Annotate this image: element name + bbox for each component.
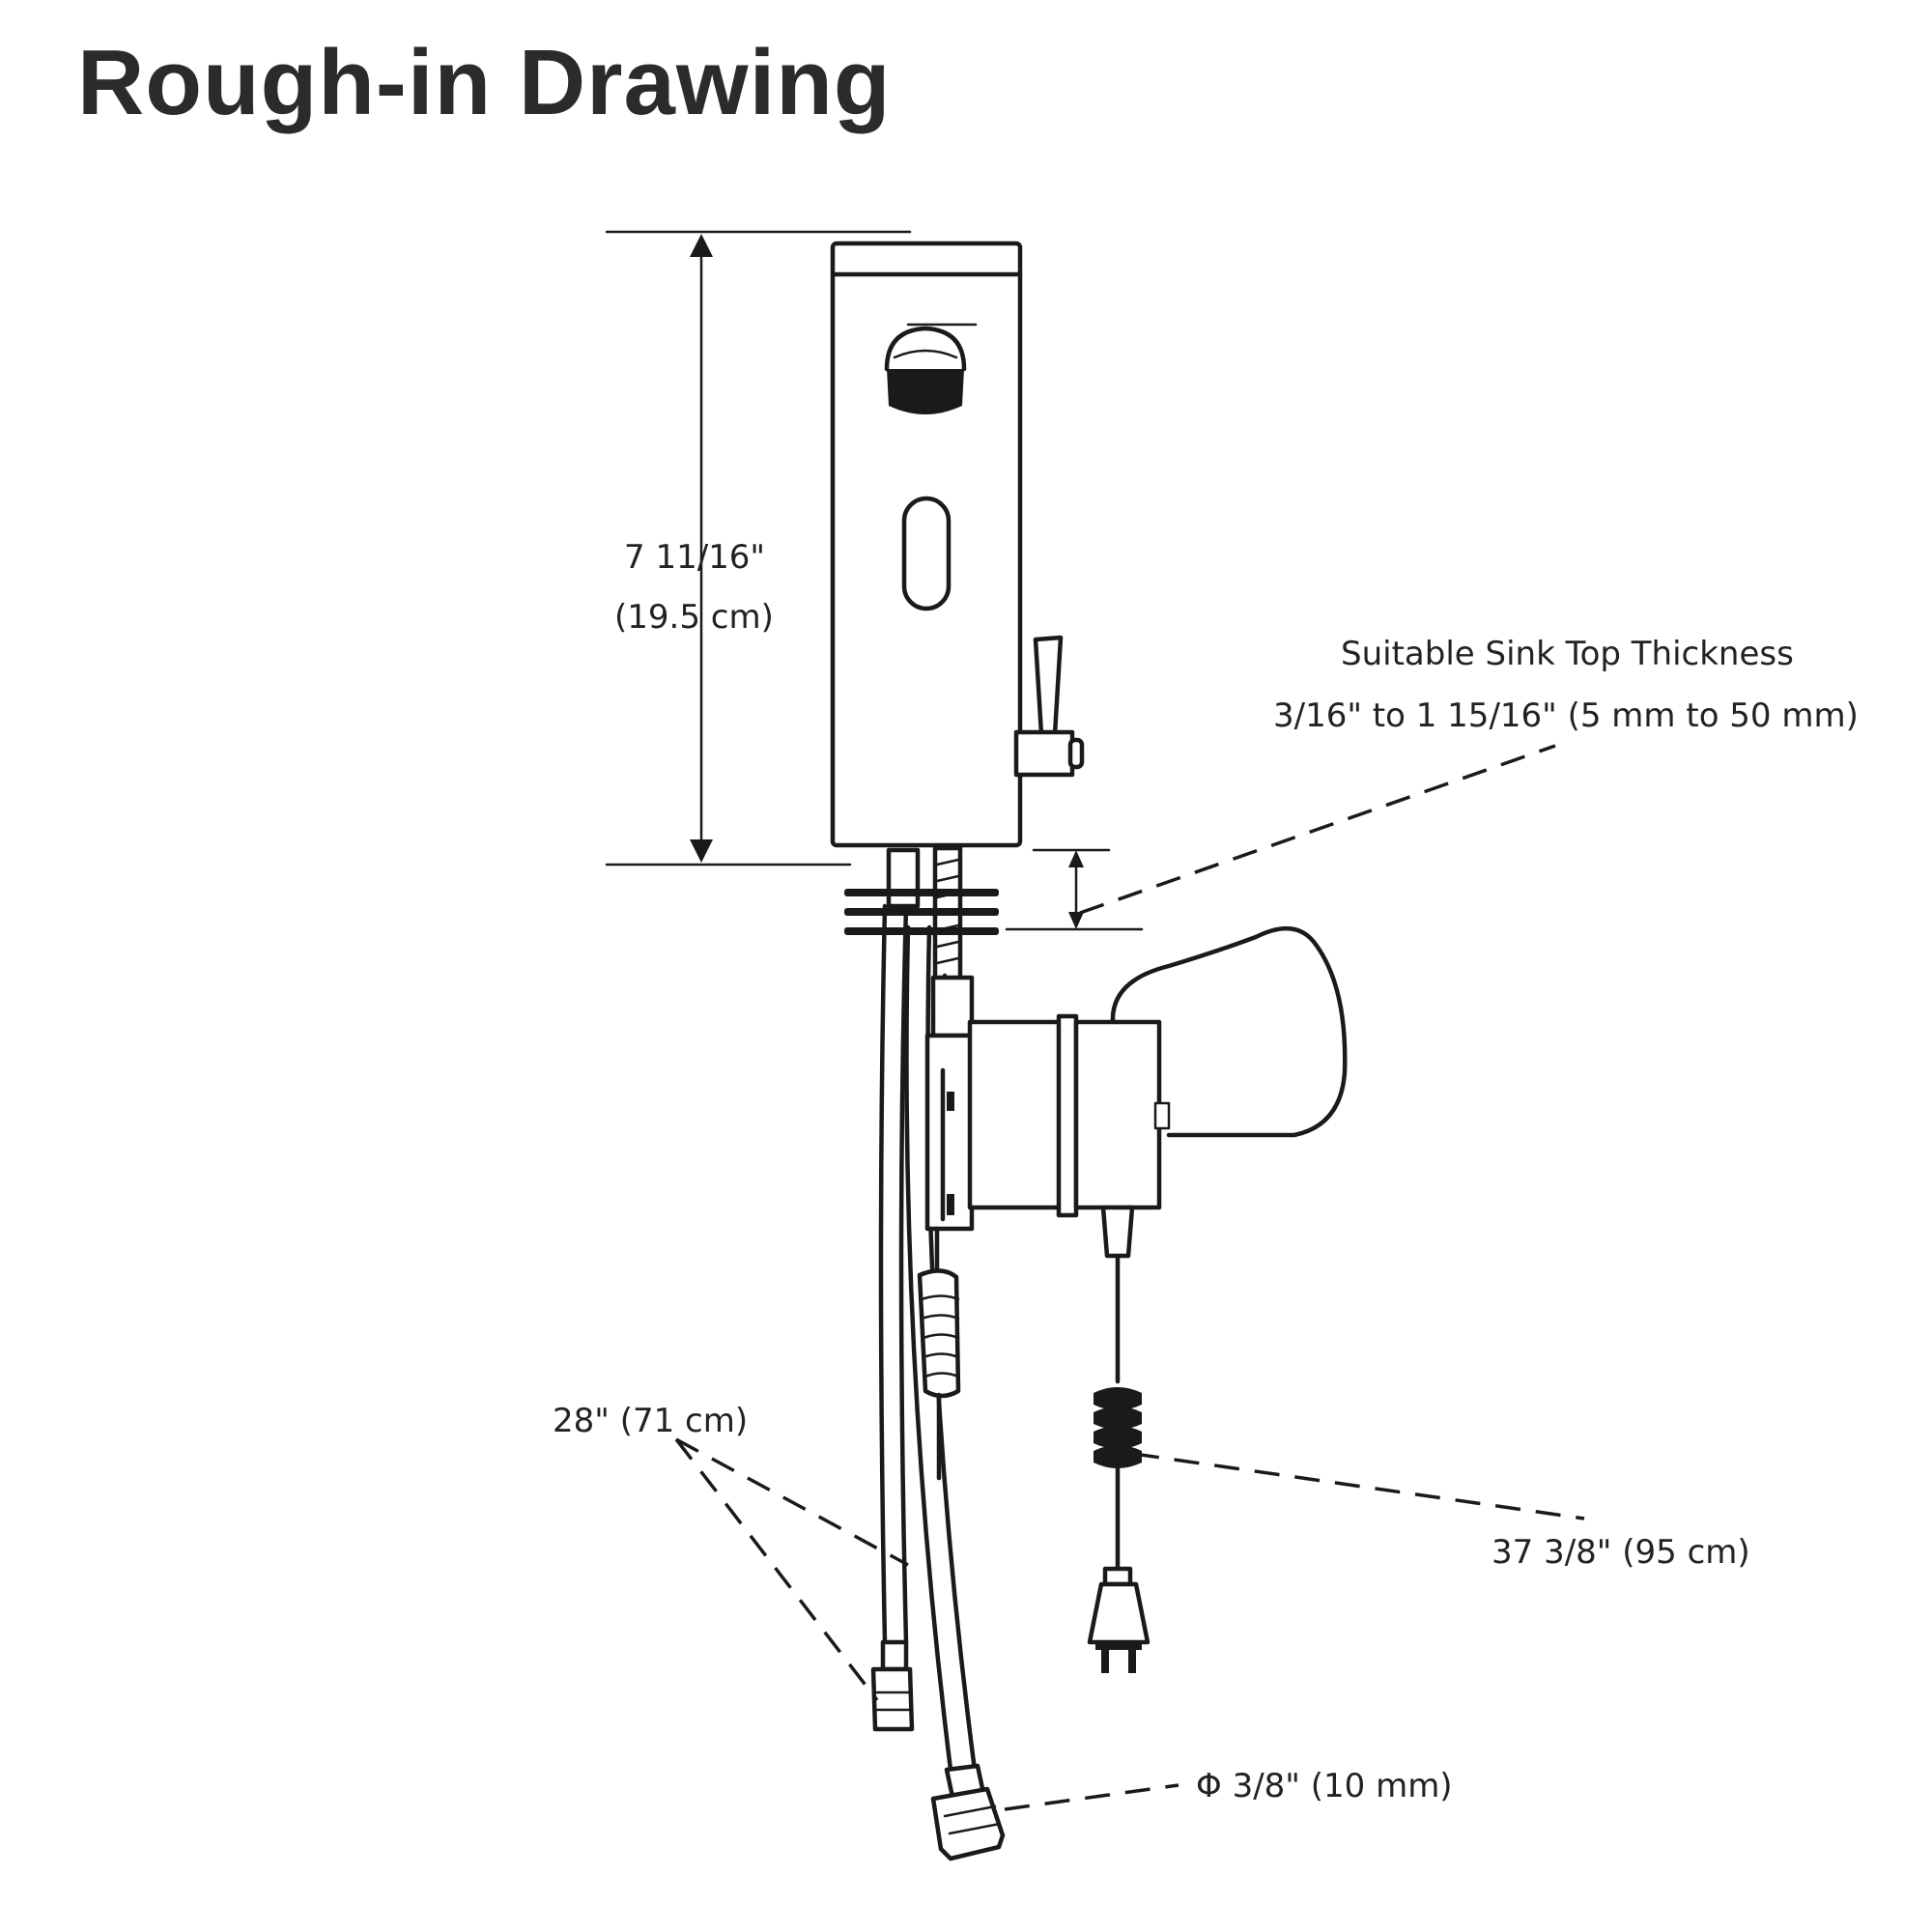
control-box	[967, 925, 1348, 1673]
height-bottom-arrow	[690, 839, 713, 863]
faucet-body	[830, 241, 1085, 848]
power-cord-loop	[1110, 925, 1348, 1138]
cord-length-label: 37 3/8" (95 cm)	[1492, 1533, 1750, 1572]
height-inches-label: 7 11/16"	[624, 538, 766, 577]
sensor-window-icon	[901, 496, 952, 611]
height-dimension	[605, 230, 912, 867]
hose-fitting-left	[870, 1639, 915, 1732]
sink-thickness-leader	[1079, 744, 1556, 915]
hose-length-leader-left	[674, 1437, 879, 1702]
aerator-icon	[884, 323, 978, 414]
ferrite-coil-icon	[1094, 1387, 1142, 1468]
sink-thickness-value: 3/16" to 1 15/16" (5 mm to 50 mm)	[1273, 696, 1859, 735]
cord-length-leader	[1133, 1452, 1585, 1520]
hose-length-leader-right	[675, 1437, 909, 1567]
hose-fitting-right	[930, 1763, 1006, 1861]
washer-top	[844, 889, 999, 896]
connector-size-label: Φ 3/8" (10 mm)	[1196, 1767, 1453, 1805]
temperature-lever-icon	[1013, 635, 1085, 778]
washer-bottom	[844, 927, 999, 935]
sink-thickness-title: Suitable Sink Top Thickness	[1341, 635, 1794, 673]
supply-hoses	[870, 903, 1006, 1861]
leader-lines	[674, 744, 1585, 1811]
height-top-arrow	[690, 234, 713, 257]
control-box-left-panel	[967, 1019, 1065, 1210]
inlet-stub	[886, 847, 921, 909]
power-plug-icon	[1087, 1566, 1151, 1673]
washer-middle	[844, 908, 999, 916]
height-cm-label: (19.5 cm)	[614, 598, 774, 637]
control-box-right-panel	[1073, 1019, 1162, 1210]
mounting-shank	[844, 845, 999, 981]
control-box-band	[1056, 1013, 1079, 1218]
sink-thickness-dimension	[1005, 848, 1144, 931]
connector-size-leader	[1004, 1783, 1179, 1811]
sensor-cable	[917, 973, 975, 1481]
page-title: Rough-in Drawing	[77, 31, 892, 134]
hose-length-label: 28" (71 cm)	[553, 1402, 749, 1440]
